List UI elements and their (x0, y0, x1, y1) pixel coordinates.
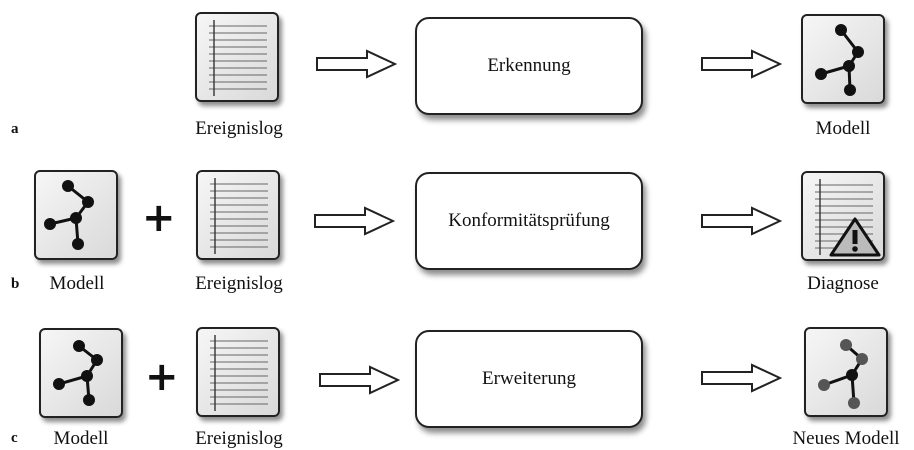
event-log-label: Ereignislog (195, 428, 283, 449)
new-model-label: Neues Modell (792, 428, 900, 449)
process-model-icon (34, 170, 118, 260)
process-model-icon (39, 328, 123, 418)
flow-arrow-icon (701, 49, 782, 79)
event-log-label: Ereignislog (195, 118, 283, 139)
event-log-icon (196, 170, 280, 260)
model-label: Modell (53, 428, 109, 449)
flow-arrow-icon (316, 49, 397, 79)
flow-arrow-icon (314, 206, 395, 236)
flow-arrow-icon (319, 365, 400, 395)
row-label: b (11, 276, 20, 292)
plus-icon: + (142, 195, 176, 241)
process-discovery-box: Erkennung (415, 17, 643, 115)
row-label: a (11, 121, 19, 137)
event-log-icon (196, 327, 280, 417)
diagnosis-label: Diagnose (807, 273, 879, 294)
event-log-icon (195, 12, 279, 102)
process-label: Konformitätsprüfung (448, 210, 610, 231)
row-label: c (11, 430, 18, 446)
flow-arrow-icon (701, 363, 782, 393)
process-conformance-box: Konformitätsprüfung (415, 172, 643, 270)
model-label: Modell (49, 273, 105, 294)
process-enhancement-box: Erweiterung (415, 330, 643, 428)
model-label: Modell (815, 118, 871, 139)
flow-arrow-icon (701, 206, 782, 236)
process-label: Erweiterung (482, 368, 576, 389)
process-label: Erkennung (487, 55, 571, 76)
new-process-model-icon (804, 327, 888, 417)
plus-icon: + (145, 354, 179, 400)
process-model-icon (801, 14, 885, 104)
event-log-label: Ereignislog (195, 273, 283, 294)
diagnosis-warning-icon (801, 171, 885, 261)
